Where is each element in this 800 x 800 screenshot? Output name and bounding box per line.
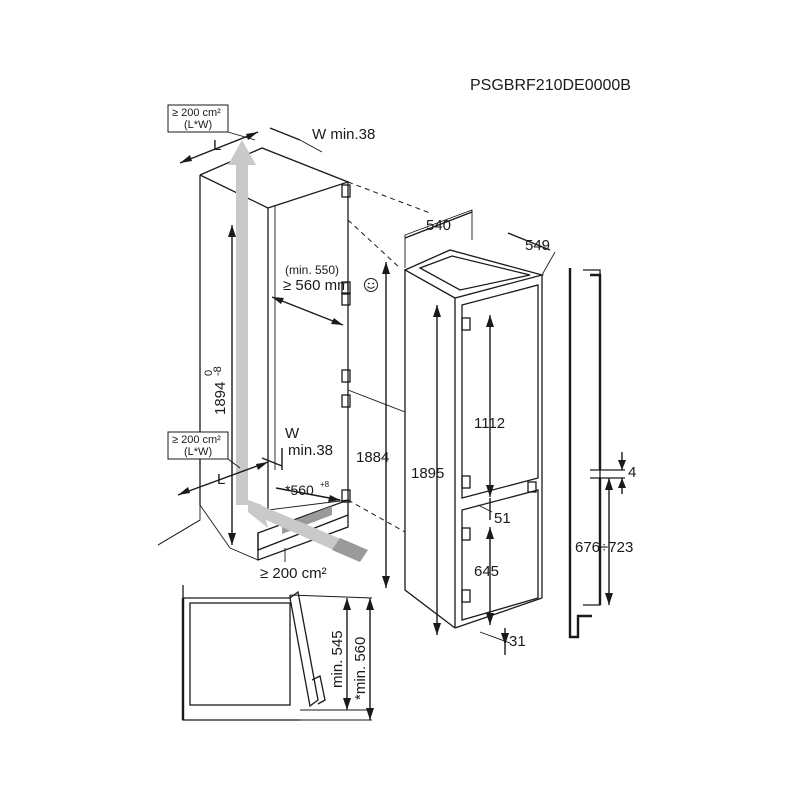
depth-min-550: (min. 550)	[285, 263, 339, 277]
dim-door-range: 676÷723	[575, 478, 633, 605]
dim-L-bottom-label: L	[217, 471, 225, 488]
dim-W-bottom: W min.38	[261, 425, 333, 470]
niche-height-lower: -8	[212, 366, 224, 376]
appliance	[403, 249, 545, 629]
dim-W-top: W min.38	[269, 126, 375, 153]
plan-detail	[181, 585, 373, 721]
dim-niche-height: 1894 0 -8	[203, 225, 236, 545]
vent-bottom-label: ≥ 200 cm² (L*W)	[167, 431, 241, 469]
dashed-projection-lines	[347, 181, 431, 533]
vent-top-formula: (L*W)	[184, 119, 212, 131]
min-545-value: min. 545	[329, 630, 346, 688]
dim-door-total: 1884	[356, 262, 390, 588]
dim-L-bottom: L	[177, 461, 269, 496]
vent-bottom-area: ≥ 200 cm²	[172, 434, 221, 446]
cabinet-niche	[157, 147, 350, 561]
smiley-icon	[364, 278, 378, 292]
gap-31-value: 31	[509, 633, 526, 650]
model-code: PSGBRF210DE0000B	[470, 77, 631, 94]
dim-W-bottom-2: min.38	[288, 442, 333, 459]
niche-height-upper: 0	[203, 370, 215, 376]
dim-appliance-width: 540	[404, 209, 473, 268]
side-profile	[568, 268, 625, 639]
gap-51-value: 51	[494, 510, 511, 527]
depth-560: ≥ 560 mm	[283, 277, 350, 294]
dim-min-545: min. 545	[329, 598, 351, 710]
upper-door-value: 1112	[474, 415, 505, 432]
appliance-width-value: 540	[426, 217, 451, 234]
dim-niche-width: *560 +8	[275, 480, 341, 502]
dim-gap-51: 51	[477, 498, 511, 527]
floor-vent-label: ≥ 200 cm²	[260, 565, 327, 582]
dim-L-top: L	[179, 131, 259, 164]
appliance-depth-value: 549	[525, 237, 550, 254]
dim-W-top-label: W min.38	[312, 126, 375, 143]
dim-depth-560: (min. 550) ≥ 560 mm	[271, 263, 378, 326]
dim-L-top-label: L	[213, 137, 221, 154]
gap-4-value: 4	[628, 464, 636, 481]
airflow-arrows	[228, 140, 368, 562]
niche-height-value: 1894	[212, 382, 229, 415]
dim-gap-4: 4	[618, 452, 636, 494]
niche-hinges	[341, 184, 351, 503]
dim-appliance-height: 1895	[411, 305, 444, 635]
dim-gap-31: 31	[479, 628, 526, 655]
dim-min-560: *min. 560	[352, 598, 374, 720]
vent-bottom-formula: (L*W)	[184, 446, 212, 458]
appliance-height-value: 1895	[411, 465, 444, 482]
dim-lower-door: 645	[474, 527, 499, 625]
min-560-value: *min. 560	[352, 637, 369, 700]
dim-W-bottom-1: W	[285, 425, 300, 442]
niche-width-tol: +8	[320, 480, 330, 489]
door-range-value: 676÷723	[575, 539, 633, 556]
dim-upper-door: 1112	[474, 315, 505, 497]
lower-door-value: 645	[474, 563, 499, 580]
vent-top-area: ≥ 200 cm²	[172, 107, 221, 119]
vent-top-label: ≥ 200 cm² (L*W)	[167, 104, 256, 141]
door-total-value: 1884	[356, 449, 389, 466]
dim-appliance-depth: 549	[507, 232, 556, 276]
niche-width-value: *560	[285, 482, 314, 498]
